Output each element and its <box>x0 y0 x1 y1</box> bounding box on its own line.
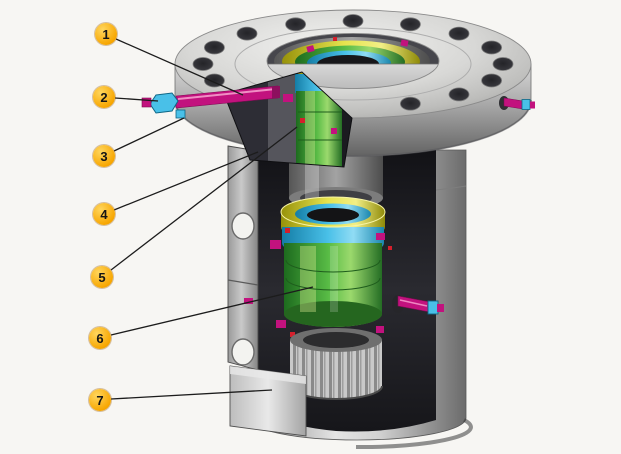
hanger-lock-screw-fragments <box>270 228 392 337</box>
side-flange-plate <box>227 145 259 371</box>
flange-bolt-hole <box>285 17 307 32</box>
leader-line-7 <box>110 389 273 400</box>
flange-bolt-hole <box>492 57 514 71</box>
threaded-bore <box>289 328 383 400</box>
leader-line-4 <box>113 151 259 211</box>
flange-bolt-hole <box>448 87 470 102</box>
leader-line-2 <box>114 97 159 102</box>
flange-bolt-hole <box>203 73 225 88</box>
flange-bolt-hole <box>203 40 225 55</box>
leader-lines <box>110 38 314 400</box>
callout-2: 2 <box>93 86 115 108</box>
leader-line-1 <box>115 38 244 96</box>
lock-screw-left <box>141 85 280 119</box>
flange-bolt-hole <box>399 17 421 32</box>
callout-5: 5 <box>91 266 113 288</box>
leader-line-5 <box>110 126 298 271</box>
callout-6-label: 6 <box>96 330 104 346</box>
callout-4: 4 <box>93 203 115 225</box>
plate-seam-line <box>227 279 259 286</box>
lock-screw-left-hex-nut <box>149 92 179 114</box>
leader-line-6 <box>110 286 314 336</box>
flange-bolt-hole <box>236 26 258 41</box>
flange-plate-hole <box>231 338 255 366</box>
top-flange <box>174 9 532 157</box>
lock-screw-right-mid <box>392 295 444 315</box>
leader-line-3 <box>113 117 185 152</box>
callout-1-label: 1 <box>102 26 110 42</box>
callout-7-label: 7 <box>96 392 104 408</box>
callout-1: 1 <box>95 23 117 45</box>
flange-bolt-hole <box>448 26 470 41</box>
flange-plate-hole <box>231 212 255 240</box>
flange-bolt-hole <box>481 40 503 55</box>
bore-scribe-ring <box>234 27 472 101</box>
lock-screw-right-top <box>499 96 535 110</box>
lock-screw-left-tip <box>272 86 280 99</box>
cut-wall-section <box>268 72 296 167</box>
body-step-line <box>435 185 467 191</box>
callout-5-label: 5 <box>98 269 106 285</box>
flange-bolt-hole <box>192 57 214 71</box>
lock-screw-left-lower-nut <box>175 109 186 119</box>
lower-casing-hanger <box>270 196 392 337</box>
notch-lock-screw-fragments <box>283 94 337 134</box>
flange-bolt-hole <box>342 14 364 28</box>
bottom-foot-block <box>229 365 307 437</box>
callout-3: 3 <box>93 145 115 167</box>
lock-screw-left-end-nub <box>141 97 152 108</box>
flange-bolt-hole <box>399 96 421 111</box>
plate-lock-screw <box>244 298 253 304</box>
callout-7: 7 <box>89 389 111 411</box>
flange-bolt-hole <box>481 73 503 88</box>
callout-6: 6 <box>89 327 111 349</box>
callout-4-label: 4 <box>100 206 108 222</box>
body-underside-shadow <box>355 418 473 450</box>
callout-3-label: 3 <box>100 148 108 164</box>
callout-2-label: 2 <box>100 89 108 105</box>
